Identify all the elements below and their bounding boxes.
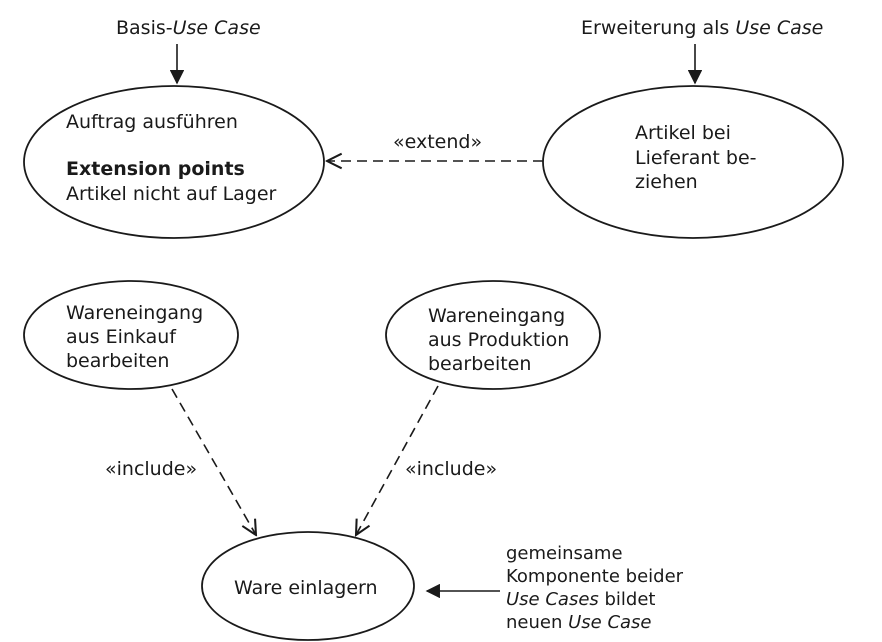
einkauf-line2: aus Einkauf: [66, 326, 176, 348]
extension-points-heading: Extension points: [66, 158, 245, 180]
include-right-relation-arrow: [356, 385, 439, 535]
produktion-line1: Wareneingang: [428, 305, 566, 327]
ware-einlagern-label: Ware einlagern: [234, 577, 378, 599]
extension-point-item: Artikel nicht auf Lager: [66, 183, 277, 205]
include-left-relation-arrow: [171, 388, 256, 535]
erweiterung-prefix-text: Erweiterung als: [581, 17, 736, 39]
gemeinsame-line4-italic: Use Case: [568, 612, 652, 633]
einkauf-line1: Wareneingang: [66, 302, 204, 324]
produktion-line3: bearbeiten: [428, 353, 532, 375]
basis-use-case-annotation: Basis-Use Case: [116, 16, 261, 40]
extend-label: «extend»: [393, 131, 483, 153]
einkauf-line3: bearbeiten: [66, 350, 170, 372]
erweiterung-italic-text: Use Case: [735, 17, 824, 39]
use-case-auftrag-ausfuehren: [23, 85, 325, 239]
gemeinsame-line3-rest: bildet: [598, 589, 656, 610]
gemeinsame-line2: Komponente beider: [506, 566, 684, 587]
gemeinsame-line3: Use Cases bildet: [506, 589, 656, 611]
artikel-line3: ziehen: [635, 171, 698, 193]
include-left-label: «include»: [105, 458, 198, 480]
gemeinsame-line4-prefix: neuen: [506, 612, 569, 633]
use-case-wareneingang-produktion: [385, 280, 601, 390]
use-case-artikel-beziehen: [542, 85, 844, 239]
artikel-line1: Artikel bei: [635, 122, 731, 144]
artikel-line2: Lieferant be-: [635, 147, 757, 169]
gemeinsame-line4: neuen Use Case: [506, 612, 652, 634]
include-right-label: «include»: [405, 458, 498, 480]
gemeinsame-line1: gemeinsame: [506, 543, 623, 564]
erweiterung-annotation: Erweiterung als Use Case: [581, 16, 823, 40]
auftrag-ausfuehren-label: Auftrag ausführen: [66, 111, 238, 133]
produktion-line2: aus Produktion: [428, 329, 570, 351]
basis-prefix-text: Basis-: [116, 17, 173, 39]
use-case-wareneingang-einkauf: [23, 280, 239, 390]
gemeinsame-line3-italic: Use Cases: [506, 589, 599, 610]
use-case-ware-einlagern: [201, 531, 415, 641]
basis-italic-text: Use Case: [172, 17, 261, 39]
